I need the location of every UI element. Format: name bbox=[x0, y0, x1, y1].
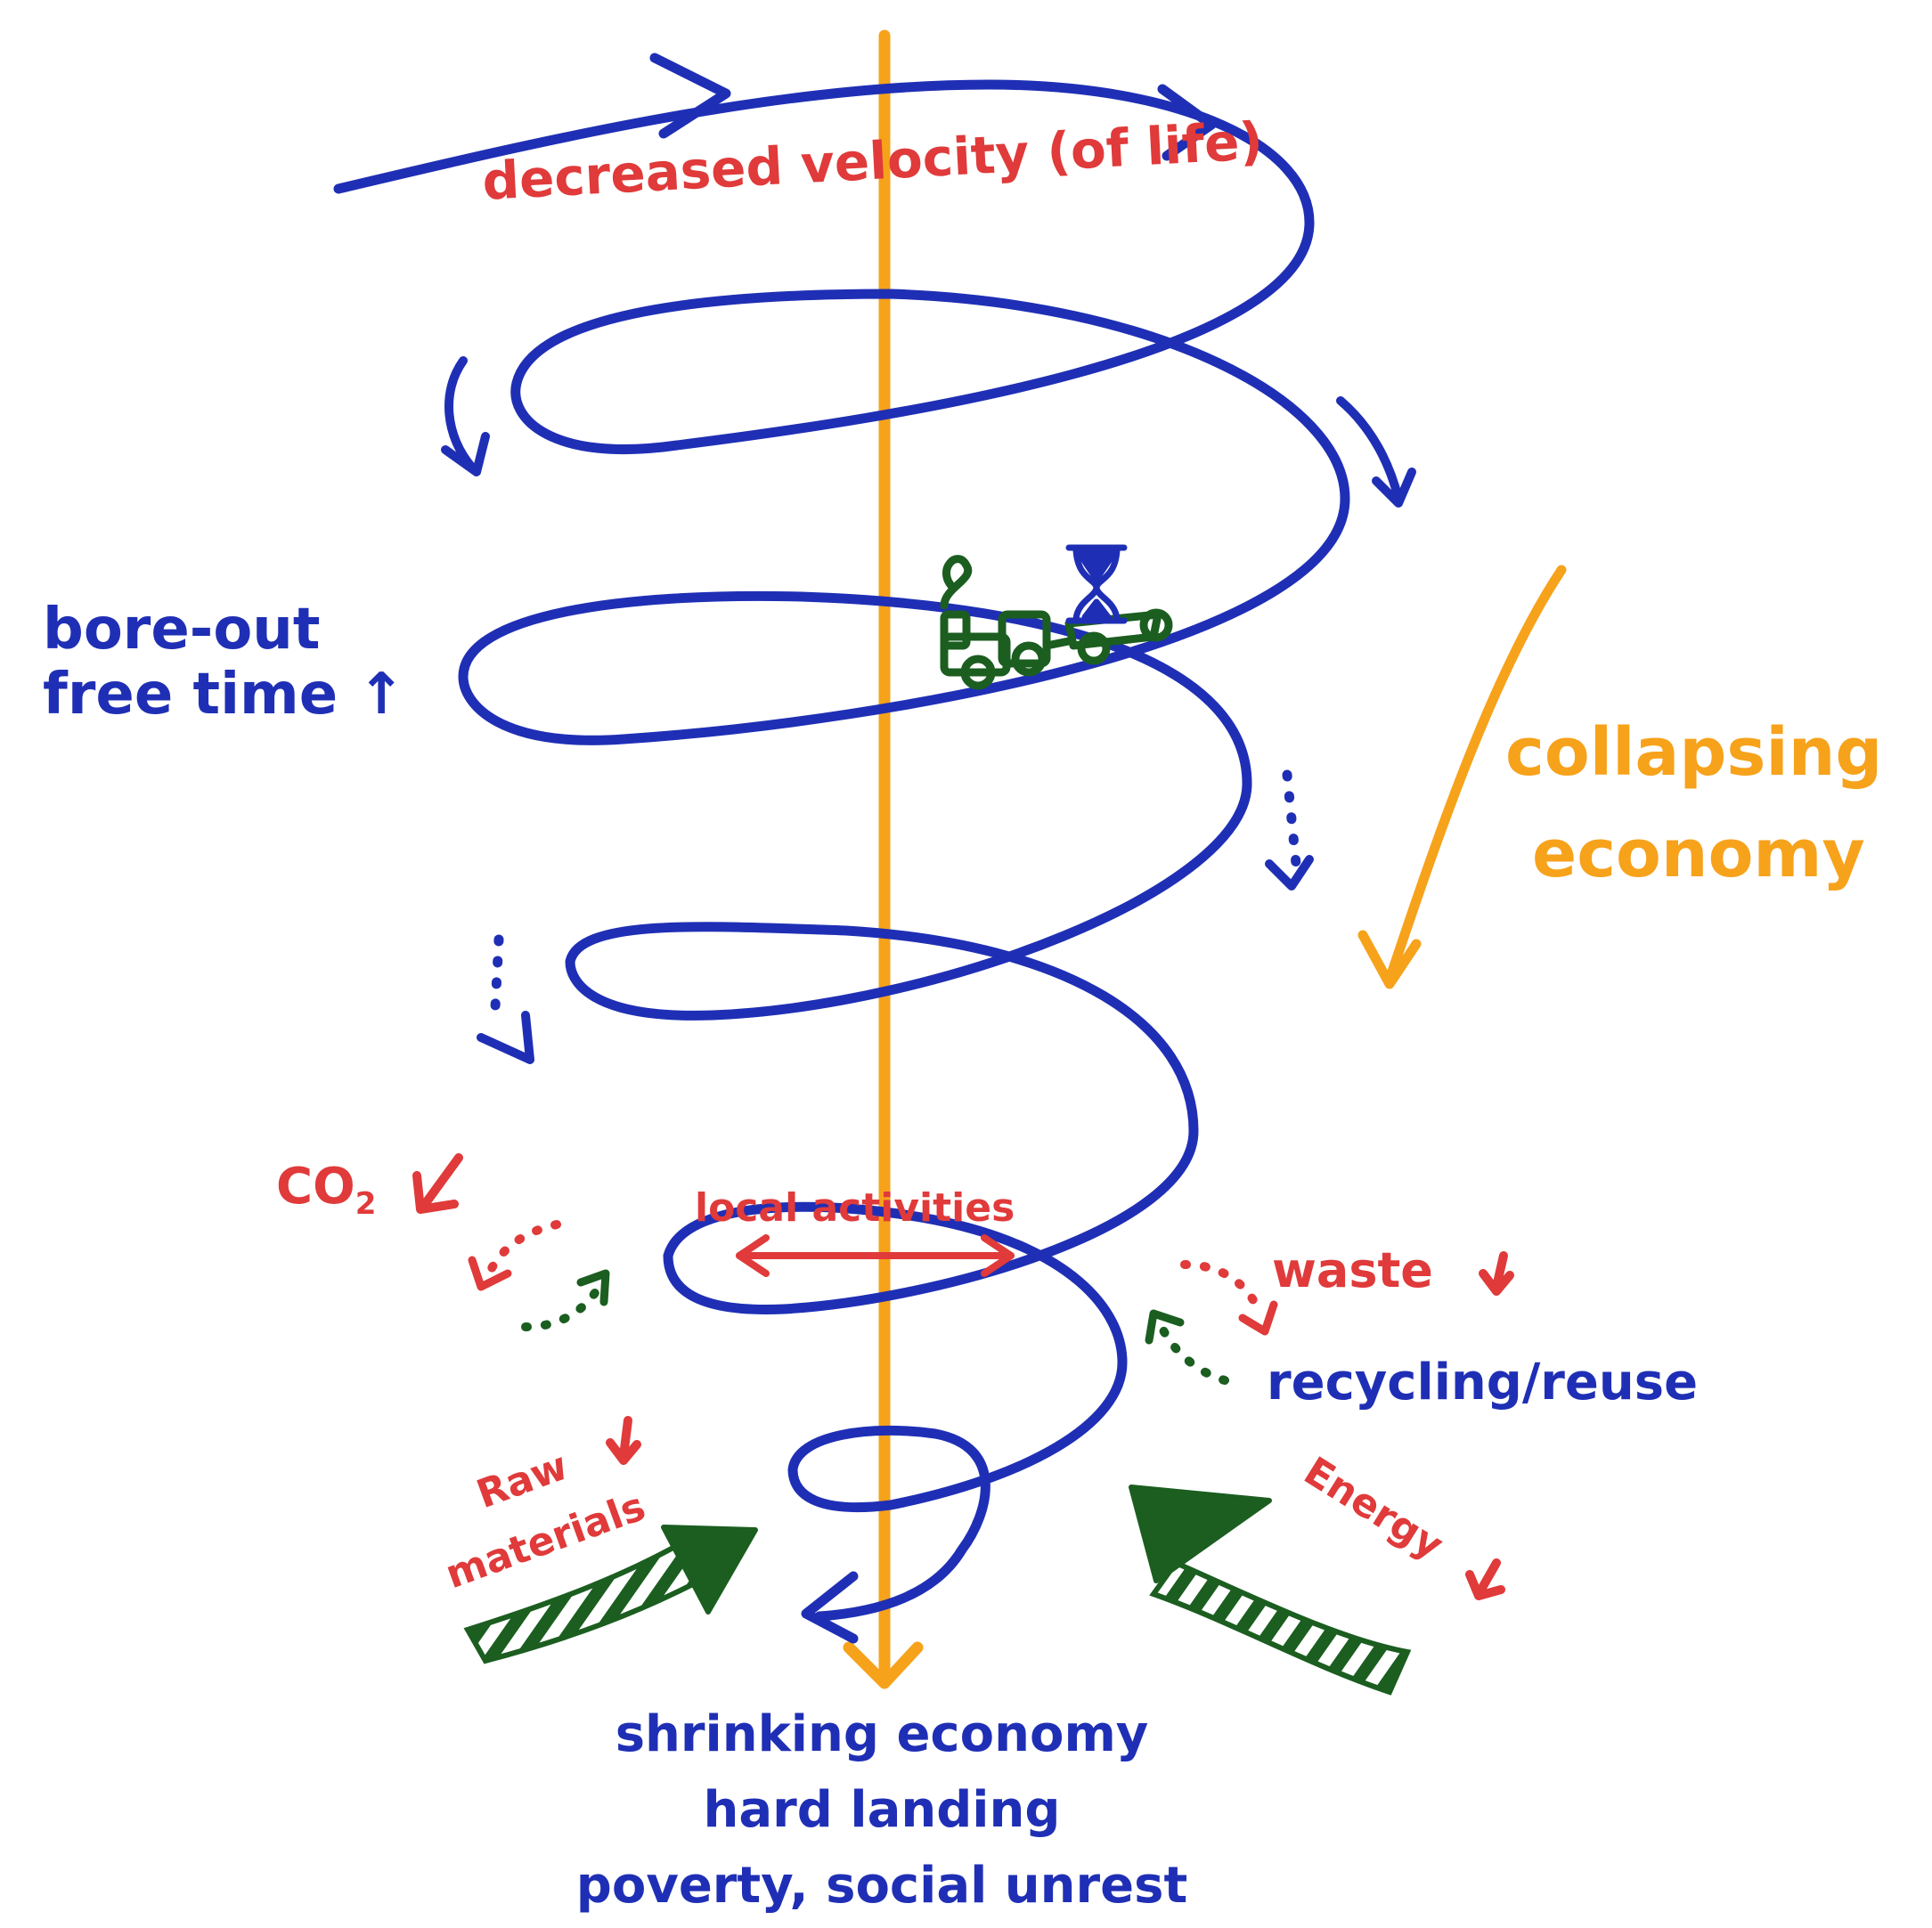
label-waste: waste bbox=[1272, 1242, 1433, 1298]
blue-dotted-arrows bbox=[489, 769, 1301, 1029]
label-recycling: recycling/reuse bbox=[1267, 1354, 1699, 1411]
energy-arrow-shaft bbox=[1149, 1559, 1412, 1696]
raw-materials-arrowhead bbox=[661, 1525, 758, 1615]
label-poverty: poverty, social unrest bbox=[575, 1857, 1188, 1915]
up-arrow-icon: ↑ bbox=[357, 662, 406, 728]
collapsing-arrow bbox=[1384, 565, 1567, 985]
label-hard-landing: hard landing bbox=[703, 1781, 1061, 1839]
label-free-time: free time ↑ bbox=[43, 666, 405, 723]
spiral-arrowhead-1 bbox=[649, 53, 731, 139]
label-local-activities: local activities bbox=[695, 1185, 1015, 1231]
label-economy: economy bbox=[1532, 816, 1865, 892]
label-co2-text: CO bbox=[276, 1158, 355, 1216]
spiral-path bbox=[333, 79, 1350, 1622]
hourglass-icon bbox=[1065, 544, 1128, 624]
red-down-arrows bbox=[412, 1153, 1514, 1600]
energy-arrowhead bbox=[1129, 1485, 1272, 1583]
spiral-arrowhead-2 bbox=[1157, 84, 1217, 161]
axis-arrowhead bbox=[843, 1641, 924, 1689]
label-shrinking-economy: shrinking economy bbox=[615, 1705, 1149, 1763]
label-bore-out: bore-out bbox=[43, 597, 321, 663]
blue-curved-arrows bbox=[441, 356, 1416, 508]
spiral-end-arrowhead bbox=[801, 1571, 859, 1644]
label-co2-subscript: 2 bbox=[355, 1186, 377, 1222]
label-co2: CO2 bbox=[276, 1162, 377, 1222]
tractor-icon bbox=[940, 555, 1173, 690]
label-collapsing: collapsing bbox=[1505, 714, 1883, 791]
label-free-time-text: free time bbox=[43, 662, 338, 728]
